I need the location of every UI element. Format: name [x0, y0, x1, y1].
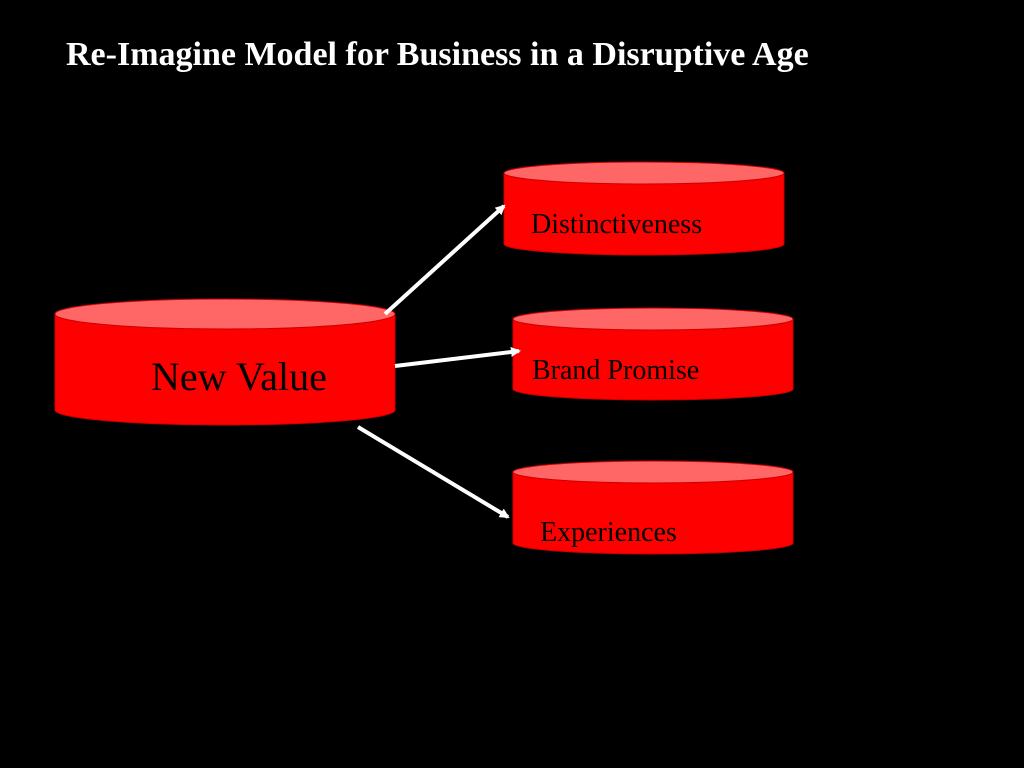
brand-promise-label: Brand Promise	[532, 355, 699, 386]
brand-promise-cylinder: Brand Promise	[512, 307, 794, 401]
experiences-cylinder: Experiences	[512, 460, 794, 555]
arrow-to-brand-promise	[394, 346, 521, 368]
arrow-to-experiences	[356, 425, 510, 519]
arrow-to-distinctiveness	[383, 204, 506, 316]
slide-title: Re-Imagine Model for Business in a Disru…	[66, 36, 809, 73]
new-value-cylinder: New Value	[54, 298, 396, 426]
experiences-label: Experiences	[540, 517, 677, 548]
distinctiveness-label: Distinctiveness	[531, 209, 702, 240]
distinctiveness-cylinder: Distinctiveness	[503, 161, 785, 256]
new-value-label: New Value	[151, 354, 327, 399]
